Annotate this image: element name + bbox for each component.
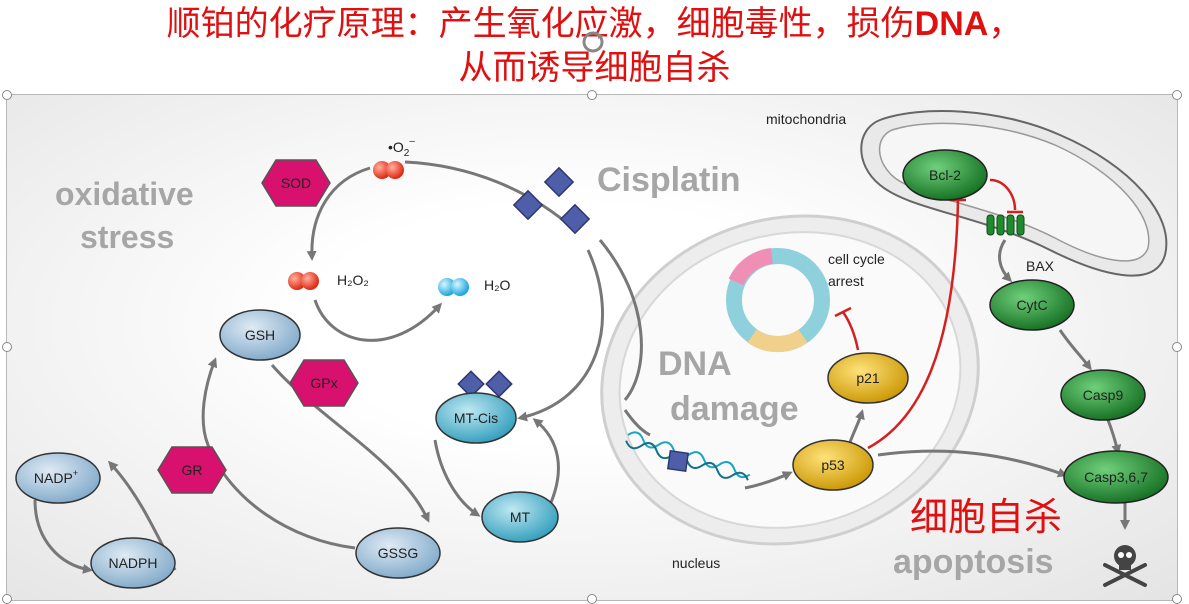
bcl2-inhibits-bax [989,178,1017,211]
apoptosis-label: apoptosis [893,543,1054,581]
title-dna: DNA [914,5,989,43]
title-comma: ， [988,4,1023,44]
bcl2-node[interactable]: Bcl-2 [902,149,988,201]
sod-enzyme[interactable]: SOD [261,159,331,207]
damage-label: damage [670,390,799,428]
dna-label: DNA [658,345,732,383]
nadph-label: NADPH [108,555,157,571]
cell-cycle-ring [726,248,830,353]
gsh-label: GSH [245,327,275,343]
stress-label: stress [80,219,174,255]
nadph-node[interactable]: NADPH [90,537,176,589]
mtcis-label: MT-Cis [454,410,498,426]
mitochondria-label: mitochondria [766,111,846,127]
cytc-label: CytC [1016,297,1047,313]
nadp-label: NADP+ [34,468,78,486]
h2o-label: H₂O [484,277,511,293]
bcl2-label: Bcl-2 [929,167,961,183]
dna-to-p53-arrow [744,471,793,490]
casp9-to-casp367-arrow [1106,419,1122,455]
resize-handle-top-mid[interactable] [587,90,597,100]
bax-label: BAX [1026,258,1055,274]
oxidative-label: oxidative [55,176,194,212]
title-line-1: 顺铂的化疗原理：产生氧化应激，细胞毒性，损伤DNA， [0,4,1189,44]
p53-to-casp-arrow [877,449,1068,478]
mt-node[interactable]: MT [481,491,559,543]
cytc-to-casp9-arrow [1058,329,1092,371]
mtcis-to-mt-arrow [433,439,481,517]
resize-handle-mid-left[interactable] [2,342,12,352]
resize-handle-top-left[interactable] [2,90,12,100]
p21-node[interactable]: p21 [827,352,909,404]
bax-protein-icon [986,214,1025,236]
resize-handle-top-right[interactable] [1172,90,1182,100]
nadp-to-nadph-arrow [33,499,93,574]
h2o2-to-h2o-arrow [313,299,443,342]
mtcis-node[interactable]: MT-Cis [435,392,517,444]
rotate-handle-icon[interactable] [582,31,604,53]
sod-label: SOD [281,175,311,191]
casp9-label: Casp9 [1083,387,1124,403]
mt-to-mtcis-arrow [532,418,560,506]
gpx-label: GPx [310,375,337,391]
gr-enzyme[interactable]: GR [157,446,227,494]
cisplatin-to-mtcis-arrow [517,249,605,422]
h2o2-label: H₂O₂ [337,272,369,288]
p21-inhibits-cellcycle [841,311,860,351]
superoxide-label: •O2– [388,136,415,159]
gpx-enzyme[interactable]: GPx [289,359,359,407]
mt-label: MT [510,509,531,525]
p53-label: p53 [821,457,845,473]
bax-to-cytc-arrow [998,239,1013,283]
nadp-node[interactable]: NADP+ [15,452,101,504]
casp9-node[interactable]: Casp9 [1060,369,1146,421]
cisplatin-dna-adduct-icon [666,449,690,473]
cisplatin-to-dna-line [623,409,651,437]
h2o-molecule-icon [438,278,469,296]
p53-node[interactable]: p53 [792,439,874,491]
nucleus-shape [600,214,980,546]
gsh-node[interactable]: GSH [219,309,301,361]
cisplatin-to-nucleus-line-1 [598,239,643,401]
h2o2-molecule-icon [288,272,319,290]
nucleus-label: nucleus [672,555,720,571]
superoxide-molecule-icon [373,161,404,179]
superoxide-to-cisplatin-line [404,160,576,232]
cell-cycle-label: cell cycle [828,251,885,267]
apoptosis-cn-label: 细胞自杀 [910,495,1062,539]
title-line-2: 从而诱导细胞自杀 [458,48,731,88]
gssg-node[interactable]: GSSG [355,527,441,579]
cytc-node[interactable]: CytC [989,279,1075,331]
cisplatin-molecules-icon [457,166,591,398]
p53-inhibits-bcl2 [867,199,960,450]
casp367-label: Casp3,6,7 [1084,469,1148,485]
casp367-node[interactable]: Casp3,6,7 [1063,450,1169,504]
gr-label: GR [182,462,203,478]
skull-crossbones-icon [1103,545,1147,587]
gssg-label: GSSG [378,545,418,561]
cisplatin-label: Cisplatin [597,161,741,199]
superoxide-to-h2o2-arrow [306,166,371,261]
title-line-1-text: 顺铂的化疗原理：产生氧化应激，细胞毒性，损伤 [166,4,915,44]
resize-handle-mid-right[interactable] [1172,342,1182,352]
arrest-label: arrest [828,273,864,289]
p21-label: p21 [856,370,880,386]
